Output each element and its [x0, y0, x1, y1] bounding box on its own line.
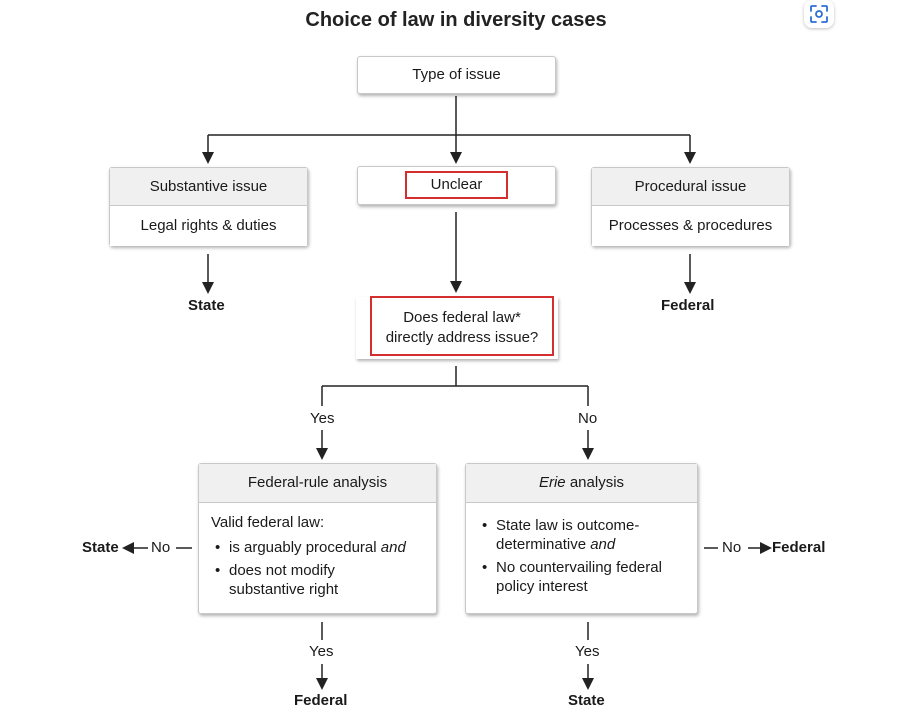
- type-of-issue-label: Type of issue: [412, 66, 501, 83]
- substantive-issue-head: Substantive issue: [110, 168, 307, 206]
- federal-rule-bullet-1: is arguably procedural and: [211, 538, 424, 557]
- procedural-issue-node: Procedural issue Processes & procedures: [591, 167, 790, 246]
- unclear-node: Unclear: [357, 166, 556, 205]
- left-result-state: State: [82, 539, 119, 556]
- bottom-right-yes-label: Yes: [575, 643, 600, 660]
- procedural-issue-body: Processes & procedures: [592, 206, 789, 246]
- substantive-result-state: State: [188, 297, 225, 314]
- question-line-1: Does federal law*: [403, 309, 521, 326]
- erie-bullet-1: State law is outcome- determinative and: [478, 516, 685, 554]
- unclear-label: Unclear: [404, 171, 509, 199]
- federal-rule-intro: Valid federal law:: [211, 514, 325, 531]
- federal-law-question-text: Does federal law* directly address issue…: [370, 296, 554, 356]
- scan-icon: [810, 5, 828, 23]
- erie-bullet-2: No countervailing federal policy interes…: [478, 558, 685, 596]
- right-result-federal: Federal: [772, 539, 826, 556]
- bottom-result-state: State: [568, 692, 605, 709]
- procedural-result-federal: Federal: [661, 297, 715, 314]
- federal-law-question-node: Does federal law* directly address issue…: [356, 296, 558, 359]
- left-no-label: No: [151, 539, 171, 556]
- question-line-2: directly address issue?: [385, 329, 539, 346]
- right-no-label: No: [722, 539, 742, 556]
- federal-rule-bullet-2: does not modify substantive right: [211, 561, 424, 599]
- federal-rule-analysis-node: Federal-rule analysis Valid federal law:…: [198, 463, 437, 614]
- federal-rule-analysis-head: Federal-rule analysis: [199, 464, 436, 503]
- procedural-issue-head: Procedural issue: [592, 168, 789, 206]
- type-of-issue-node: Type of issue: [357, 56, 556, 94]
- erie-analysis-node: Erie analysis State law is outcome- dete…: [465, 463, 698, 614]
- diagram-title: Choice of law in diversity cases: [305, 9, 607, 31]
- yes-branch-label: Yes: [310, 410, 335, 427]
- bottom-left-yes-label: Yes: [309, 643, 334, 660]
- erie-analysis-head: Erie analysis: [466, 464, 697, 503]
- substantive-issue-node: Substantive issue Legal rights & duties: [109, 167, 308, 246]
- visual-search-button[interactable]: [804, 0, 834, 28]
- substantive-issue-body: Legal rights & duties: [110, 206, 307, 246]
- no-branch-label: No: [578, 410, 598, 427]
- bottom-result-federal: Federal: [294, 692, 348, 709]
